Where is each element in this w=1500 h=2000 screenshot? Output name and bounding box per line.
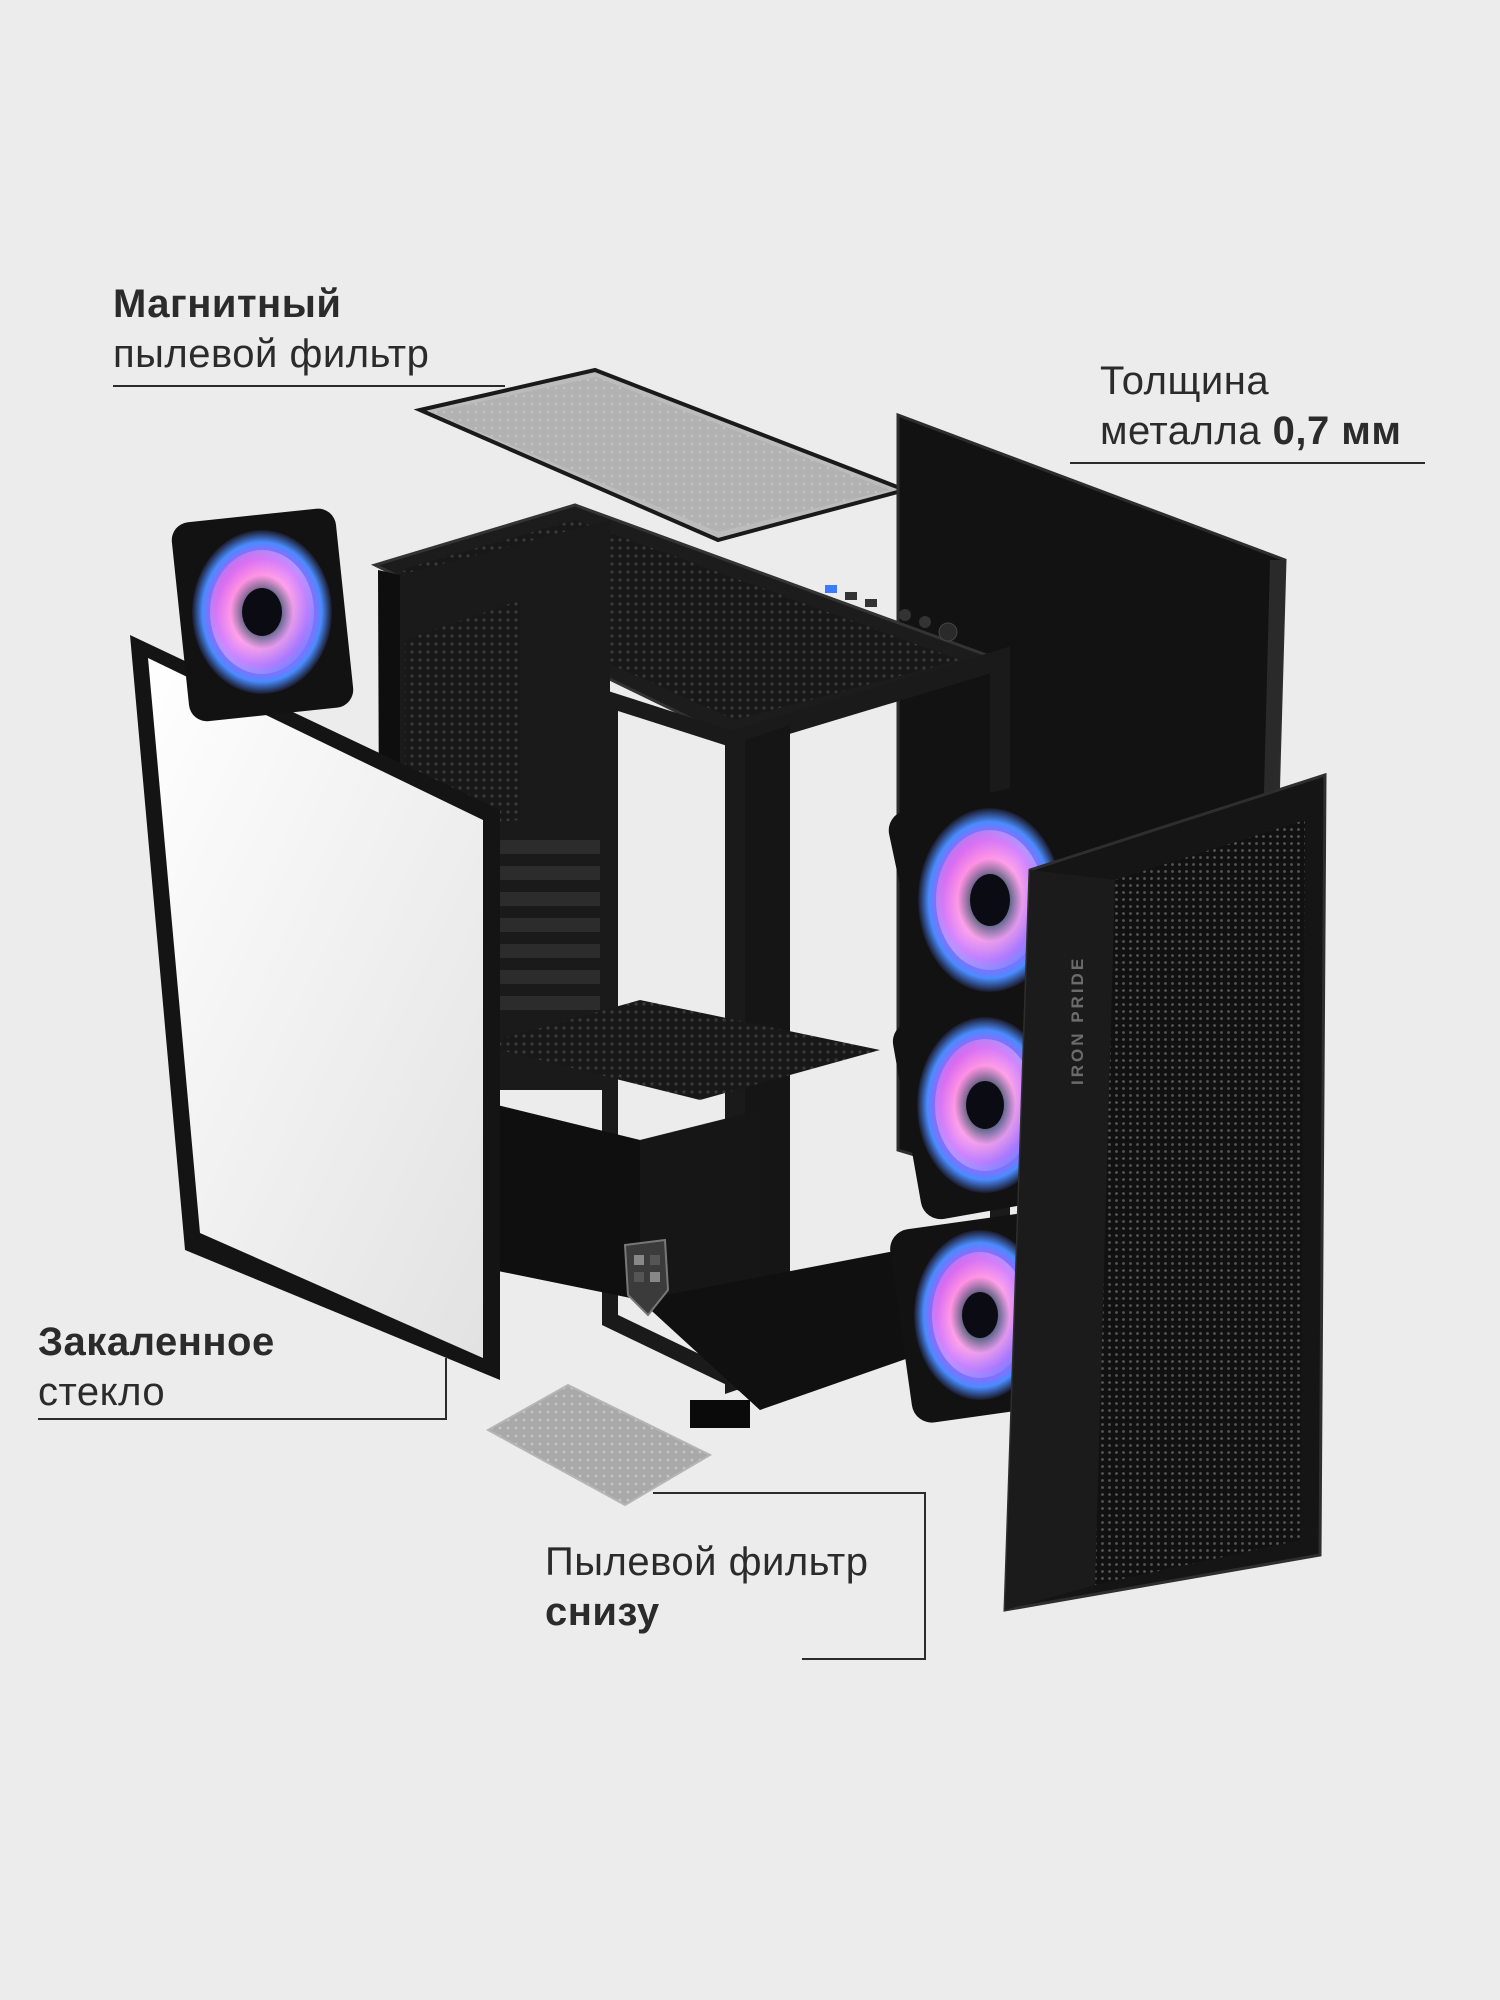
rgb-fan-top-left bbox=[171, 508, 354, 722]
bottom-dust-filter bbox=[485, 1383, 713, 1507]
callout-bottom-filter-leader-top bbox=[653, 1492, 926, 1494]
callout-bottom-filter-leader-bottom bbox=[802, 1658, 926, 1660]
chassis-shelf bbox=[480, 1000, 880, 1100]
io-ports-icon bbox=[825, 585, 958, 642]
top-magnetic-filter-mesh bbox=[432, 377, 890, 532]
case-foot-front bbox=[690, 1400, 750, 1428]
callout-tempered-glass: Закаленное стекло bbox=[38, 1317, 275, 1417]
callout-magnetic-filter-line2: пылевой фильтр bbox=[113, 332, 430, 376]
callout-bottom-filter: Пылевой фильтр снизу bbox=[545, 1537, 868, 1637]
chassis-rear-mesh bbox=[405, 600, 520, 830]
callout-metal-thickness-line1: Толщина bbox=[1100, 359, 1270, 403]
callout-magnetic-filter-line1: Магнитный bbox=[113, 282, 342, 326]
expansion-slots bbox=[480, 840, 600, 1010]
tempered-glass-pane bbox=[148, 658, 483, 1358]
shield-logo-icon bbox=[623, 1238, 670, 1317]
callout-magnetic-filter: Магнитный пылевой фильтр bbox=[113, 279, 429, 379]
front-mesh-panel: IRON PRIDE bbox=[1003, 772, 1327, 1612]
callout-tempered-glass-leader-v bbox=[445, 1358, 447, 1420]
callout-tempered-glass-line1: Закаленное bbox=[38, 1320, 275, 1364]
callout-tempered-glass-line2: стекло bbox=[38, 1370, 166, 1414]
callout-bottom-filter-line2: снизу bbox=[545, 1590, 660, 1634]
callout-metal-thickness-leader bbox=[1070, 462, 1425, 464]
callout-metal-thickness-prefix: металла bbox=[1100, 409, 1273, 453]
callout-tempered-glass-leader-h bbox=[38, 1418, 447, 1420]
callout-bottom-filter-line1: Пылевой фильтр bbox=[545, 1540, 869, 1584]
callout-metal-thickness-value: 0,7 мм bbox=[1272, 409, 1402, 453]
callout-bottom-filter-leader-v bbox=[924, 1492, 926, 1660]
front-panel-logo-text: IRON PRIDE bbox=[1068, 956, 1087, 1085]
callout-metal-thickness: Толщина металла 0,7 мм bbox=[1100, 356, 1401, 456]
callout-magnetic-filter-leader bbox=[113, 385, 505, 387]
chassis-bottom bbox=[640, 1250, 960, 1410]
